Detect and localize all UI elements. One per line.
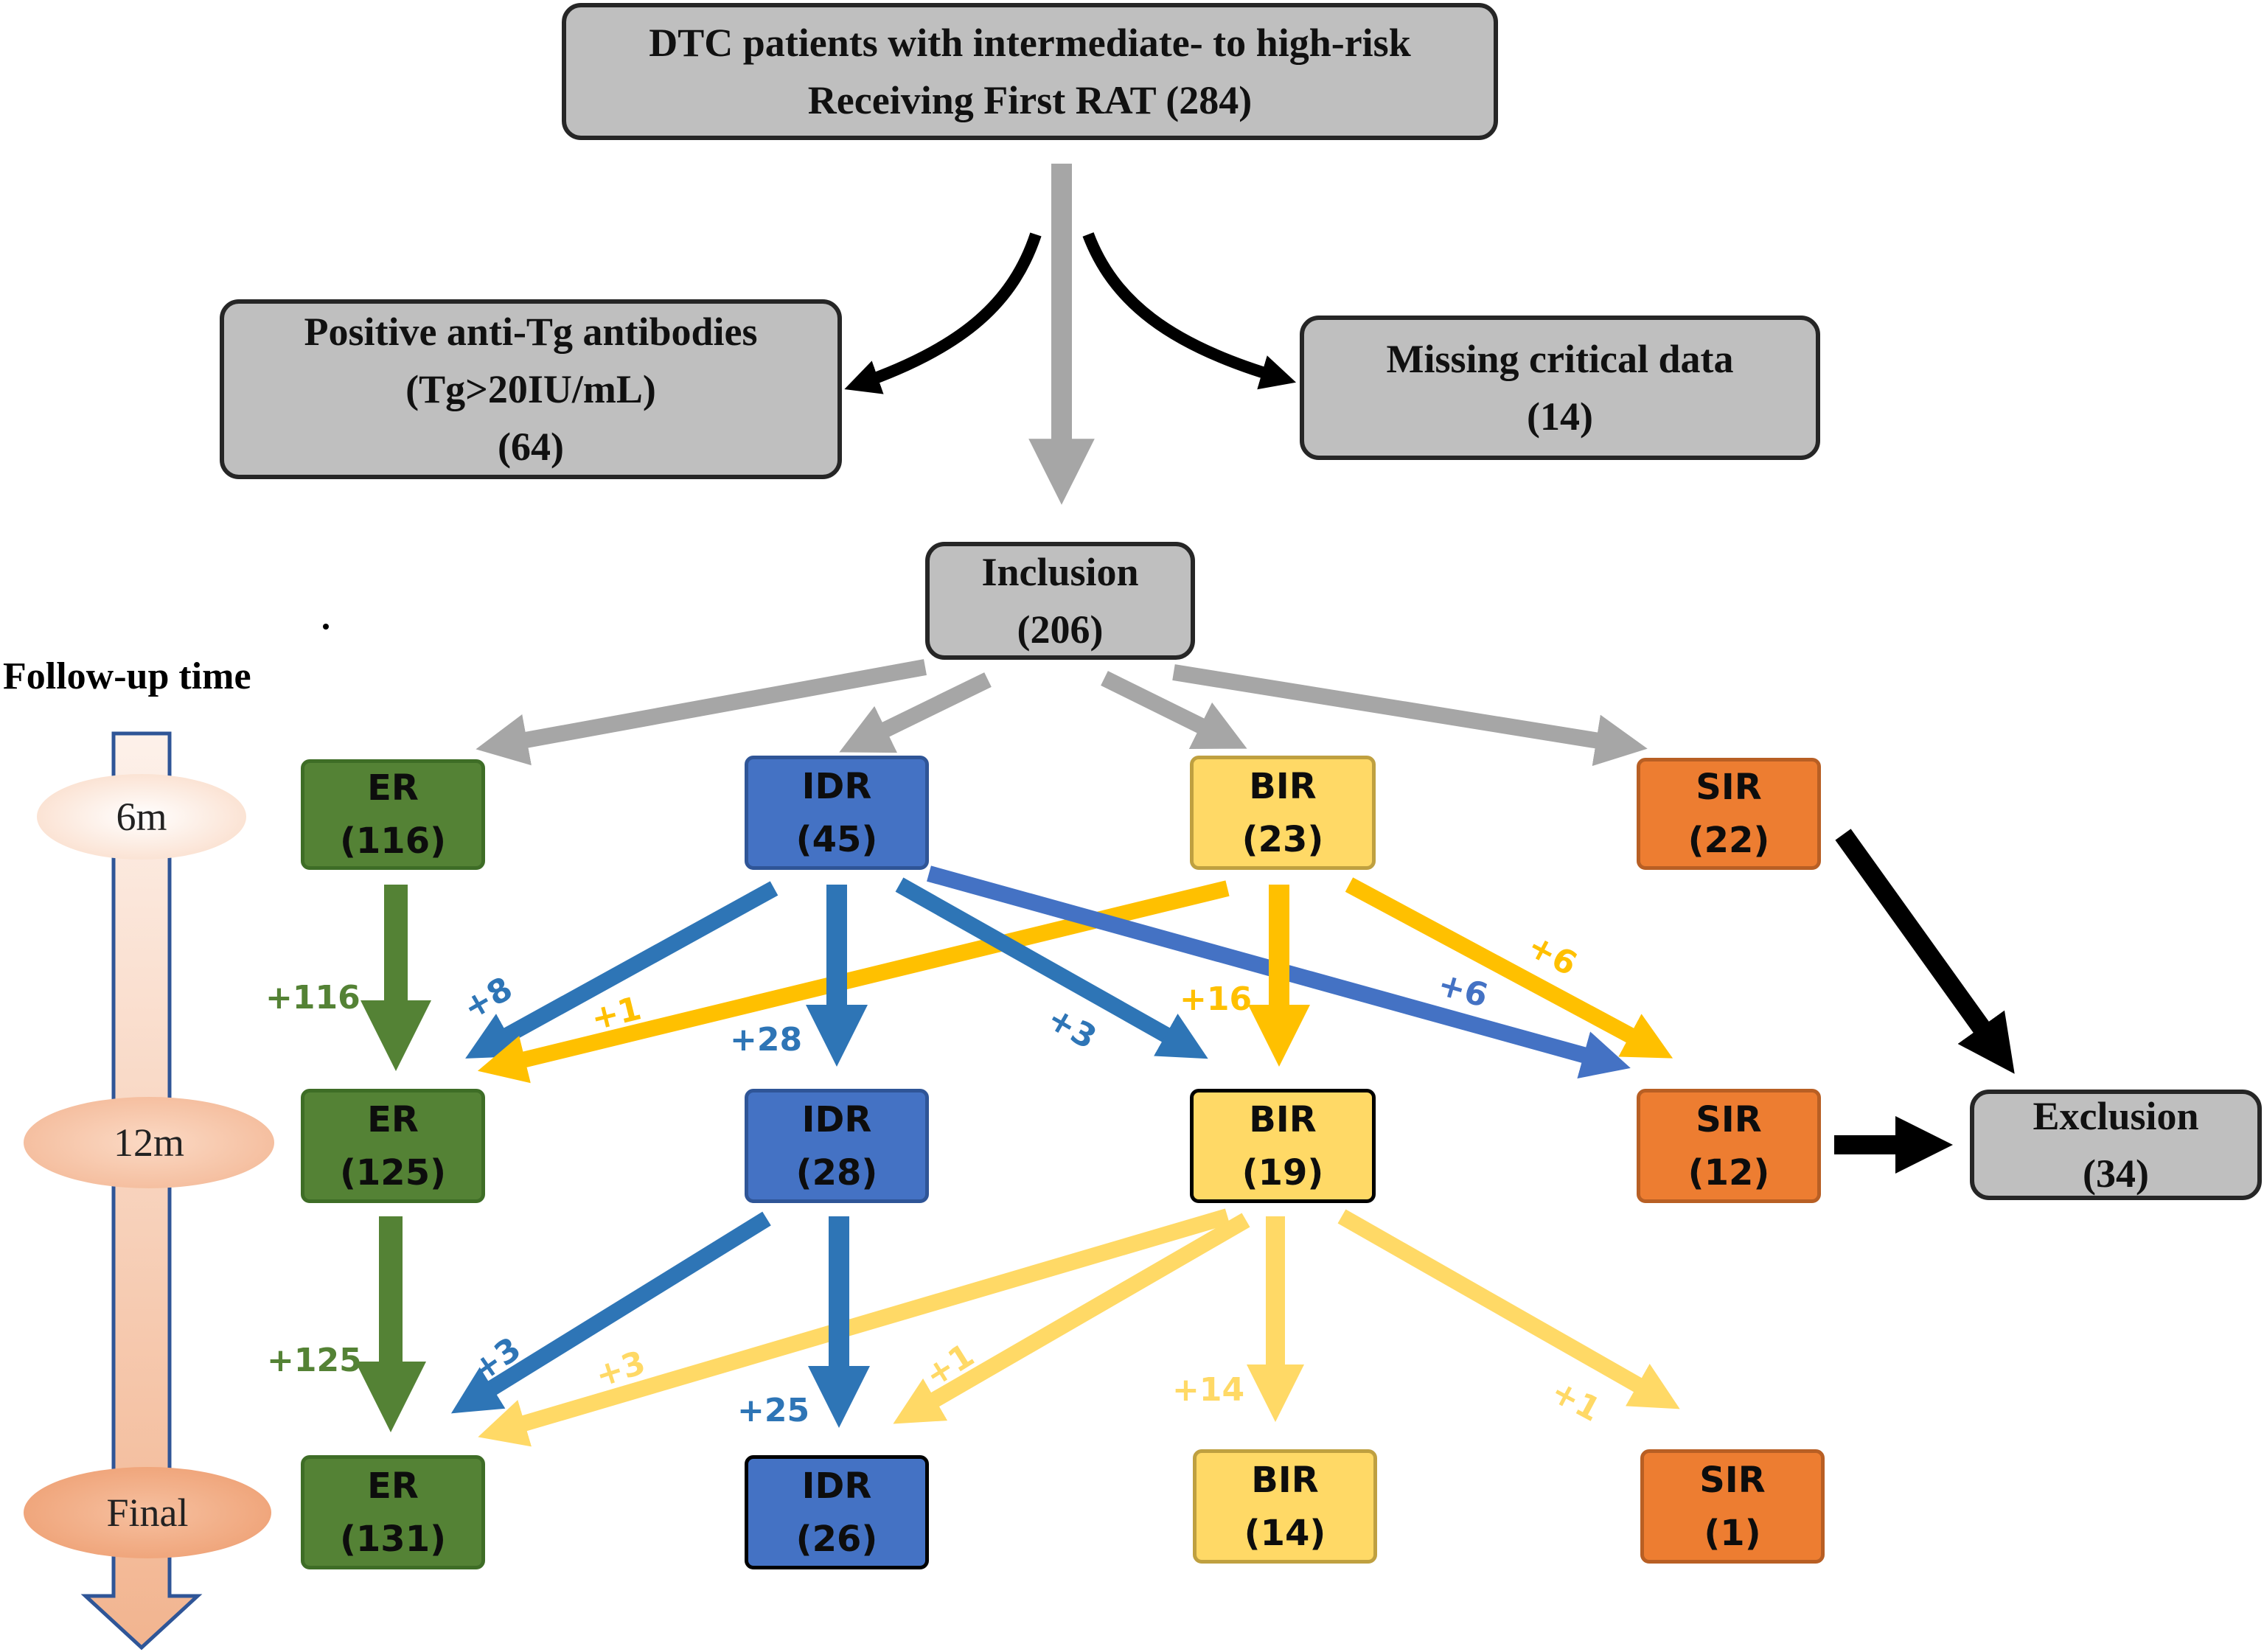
arrow-inclusion-to-er	[476, 659, 927, 766]
antitg-exclusion-box: Positive anti-Tg antibodies (Tg>20IU/mL)…	[220, 299, 842, 479]
bir-12m-box: BIR (19)	[1190, 1089, 1376, 1203]
antitg-line1: Positive anti-Tg antibodies	[304, 309, 758, 354]
exclusion-count: (34)	[2083, 1151, 2149, 1196]
sir-final-count: (1)	[1704, 1512, 1761, 1554]
missing-data-box: Missing critical data (14)	[1300, 316, 1820, 460]
bir-12m-count: (19)	[1241, 1151, 1324, 1193]
bir-6m-count: (23)	[1241, 818, 1324, 860]
idr-12m-label: IDR	[801, 1098, 872, 1140]
label-idr-idr-2: +25	[737, 1392, 809, 1429]
arrow-idr-er-1	[465, 881, 779, 1059]
timepoint-final: Final	[106, 1491, 189, 1535]
label-idr-idr-1: +28	[730, 1021, 802, 1059]
top-box-line1: DTC patients with intermediate- to high-…	[649, 20, 1411, 65]
stray-dot	[323, 624, 329, 630]
timepoint-6m: 6m	[116, 795, 167, 839]
missing-data-label: Missing critical data	[1386, 336, 1734, 381]
label-idr-bir-1: +3	[1041, 1000, 1103, 1057]
followup-title: Follow-up time	[3, 655, 251, 697]
arrow-bir-sir-2	[1337, 1209, 1680, 1409]
sir-12m-label: SIR	[1696, 1098, 1762, 1140]
antitg-line2: (Tg>20IU/mL)	[405, 366, 656, 411]
arrow-inclusion-to-bir	[1101, 671, 1247, 749]
bir-12m-label: BIR	[1249, 1098, 1317, 1140]
bir-6m-label: BIR	[1249, 765, 1317, 807]
label-bir-bir-1: +16	[1180, 980, 1252, 1018]
bir-final-count: (14)	[1244, 1512, 1326, 1554]
idr-12m-count: (28)	[795, 1151, 878, 1193]
er-final-label: ER	[367, 1465, 419, 1507]
er-12m-count: (125)	[339, 1151, 447, 1193]
top-box: DTC patients with intermediate- to high-…	[562, 3, 1498, 140]
er-12m-label: ER	[367, 1098, 419, 1140]
exclusion-box: Exclusion (34)	[1970, 1090, 2262, 1200]
antitg-line3: (64)	[498, 425, 564, 470]
timepoint-12m-ellipse	[24, 1097, 274, 1188]
er-6m-label: ER	[367, 767, 419, 809]
label-er-er-2: +125	[267, 1342, 362, 1379]
inclusion-box: Inclusion (206)	[925, 542, 1195, 660]
top-box-line2: Receiving First RAT (284)	[807, 78, 1253, 122]
er-12m-box: ER (125)	[301, 1089, 485, 1203]
sir-6m-count: (22)	[1687, 820, 1770, 861]
timepoint-final-ellipse	[24, 1467, 271, 1558]
idr-final-count: (26)	[795, 1518, 878, 1560]
timeline-arrow	[80, 731, 203, 1651]
idr-6m-box: IDR (45)	[745, 756, 929, 870]
arrow-bir-sir-1	[1345, 877, 1673, 1059]
idr-6m-count: (45)	[795, 818, 878, 860]
idr-final-box: IDR (26)	[745, 1455, 929, 1569]
sir-final-box: SIR (1)	[1640, 1449, 1825, 1564]
sir-6m-label: SIR	[1696, 767, 1762, 808]
sir-12m-box: SIR (12)	[1637, 1089, 1821, 1203]
arrow-bir-idr-2	[893, 1213, 1250, 1424]
bir-final-label: BIR	[1251, 1459, 1319, 1501]
idr-final-label: IDR	[801, 1465, 872, 1507]
er-6m-count: (116)	[339, 820, 447, 862]
label-bir-bir-2: +14	[1172, 1371, 1244, 1409]
arrow-bir-er-2	[478, 1208, 1230, 1447]
arrow-inclusion-to-sir	[1172, 664, 1648, 767]
er-final-box: ER (131)	[301, 1455, 485, 1569]
arrow-to-antitg-exclusion	[844, 232, 1042, 394]
idr-12m-box: IDR (28)	[745, 1089, 929, 1203]
arrow-idr-er-2	[450, 1211, 771, 1414]
timepoint-6m-ellipse	[37, 774, 246, 860]
sir-6m-box: SIR (22)	[1637, 758, 1821, 870]
label-idr-er-1: +8	[457, 970, 519, 1028]
sir-12m-count: (12)	[1687, 1151, 1770, 1193]
arrow-sir6-to-exclusion	[1835, 829, 2015, 1074]
label-er-er-1: +116	[265, 979, 361, 1017]
arrow-idr-bir-1	[895, 877, 1208, 1059]
sir-final-label: SIR	[1699, 1459, 1766, 1501]
er-6m-box: ER (116)	[301, 759, 485, 870]
label-bir-sir-2: +1	[1544, 1373, 1606, 1429]
missing-data-count: (14)	[1527, 394, 1593, 439]
exclusion-label: Exclusion	[2033, 1093, 2199, 1138]
er-final-count: (131)	[339, 1518, 447, 1560]
idr-6m-label: IDR	[801, 765, 872, 807]
bir-6m-box: BIR (23)	[1190, 756, 1376, 870]
arrow-idr-sir-1	[927, 865, 1631, 1078]
inclusion-count: (206)	[1017, 607, 1104, 652]
inclusion-label: Inclusion	[981, 549, 1139, 594]
bir-final-box: BIR (14)	[1193, 1449, 1377, 1564]
timepoint-12m: 12m	[113, 1120, 184, 1165]
arrow-to-missing-data	[1082, 232, 1297, 390]
arrow-inclusion-to-idr	[839, 672, 992, 753]
